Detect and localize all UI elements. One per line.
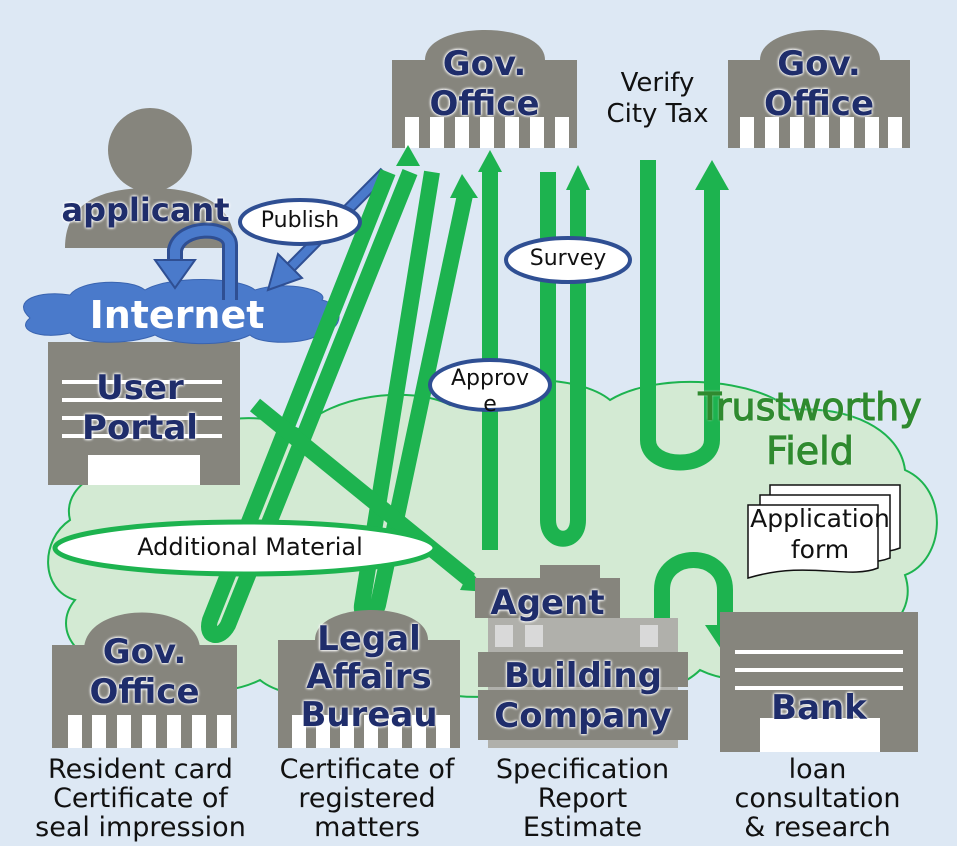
- gov-office-caption-line3: seal impression: [35, 812, 246, 843]
- trustworthy-field-line2: Field: [766, 429, 855, 474]
- additional-material-oval: [52, 519, 438, 577]
- publish-label: Publish: [260, 208, 340, 233]
- user-portal-label: User Portal: [60, 368, 220, 448]
- bank-building: [720, 612, 918, 752]
- building-company-caption-line2: Report: [537, 783, 628, 814]
- building-company-line2: Company: [494, 696, 672, 736]
- additional-material-label: Additional Material: [137, 533, 363, 561]
- building-company-caption: Specification Report Estimate: [470, 755, 695, 842]
- gov-office-bottom-line2: Office: [89, 672, 200, 712]
- bank-label: Bank: [771, 688, 867, 728]
- legal-affairs-building: [278, 610, 460, 748]
- building-company-line1: Building: [504, 656, 662, 696]
- verify-city-tax-line1: Verify: [620, 68, 695, 98]
- legal-affairs-label: Legal Affairs Bureau: [278, 620, 460, 734]
- survey-label: Survey: [529, 246, 607, 271]
- gov-office-caption-line2: Certificate of: [53, 783, 228, 814]
- verify-city-tax-line2: City Tax: [606, 99, 709, 129]
- application-form-icon: [747, 484, 901, 580]
- applicant-label: applicant: [61, 191, 230, 229]
- user-portal-line2: Portal: [82, 408, 198, 448]
- internet-label: Internet: [89, 293, 265, 337]
- application-form-line2: form: [790, 535, 850, 564]
- building-company-caption-line3: Estimate: [522, 812, 643, 843]
- gov-office-top-right-line1: Gov.: [777, 44, 861, 84]
- gov-office-top-building: [392, 30, 577, 148]
- legal-affairs-line3: Bureau: [300, 695, 438, 735]
- gov-office-bottom-label: Gov. Office: [52, 632, 237, 712]
- legal-affairs-caption-line2: registered: [298, 783, 436, 814]
- gov-office-caption: Resident card Certificate of seal impres…: [18, 755, 263, 842]
- bank-caption-line1: loan: [788, 754, 847, 785]
- legal-affairs-line1: Legal: [317, 619, 421, 659]
- agent-building: [475, 565, 688, 748]
- edge-label-ovals: [238, 198, 632, 412]
- bank-caption: loan consultation & research: [705, 755, 930, 842]
- legal-affairs-line2: Affairs: [306, 657, 432, 697]
- agent-label: Agent: [490, 583, 605, 623]
- legal-affairs-caption: Certificate of registered matters: [262, 755, 472, 842]
- trustworthy-field-label: Trustworthy Field: [675, 385, 945, 474]
- approve-line1: Approv: [450, 366, 530, 391]
- gov-office-top-line1: Gov.: [442, 44, 527, 84]
- gov-office-bottom-building: [52, 612, 237, 748]
- legal-affairs-caption-line3: matters: [314, 812, 420, 843]
- gov-office-top-line2: Office: [429, 84, 540, 124]
- gov-office-top-right-building: [728, 30, 910, 148]
- application-form-line1: Application: [750, 504, 890, 533]
- gov-office-bottom-line1: Gov.: [102, 632, 187, 672]
- applicant-loop-arrow: [153, 222, 238, 300]
- gov-office-caption-line1: Resident card: [48, 754, 233, 785]
- gov-office-top-label: Gov. Office: [392, 44, 577, 124]
- legal-affairs-caption-line1: Certificate of: [279, 754, 455, 785]
- bank-caption-line3: & research: [744, 812, 891, 843]
- user-portal-building: [48, 342, 240, 485]
- approve-line2: e: [483, 392, 497, 417]
- gov-office-top-right-label: Gov. Office: [728, 44, 910, 124]
- application-form-label: Application form: [740, 503, 900, 565]
- verify-city-tax-label: Verify City Tax: [585, 68, 730, 130]
- trustworthy-field-line1: Trustworthy: [698, 385, 922, 430]
- bank-caption-line2: consultation: [734, 783, 901, 814]
- user-portal-line1: User: [96, 368, 184, 408]
- building-company-label: Building Company: [478, 656, 688, 736]
- building-company-caption-line1: Specification: [495, 754, 670, 785]
- gov-office-top-right-line2: Office: [763, 84, 875, 124]
- approve-label: Approv e: [430, 366, 550, 418]
